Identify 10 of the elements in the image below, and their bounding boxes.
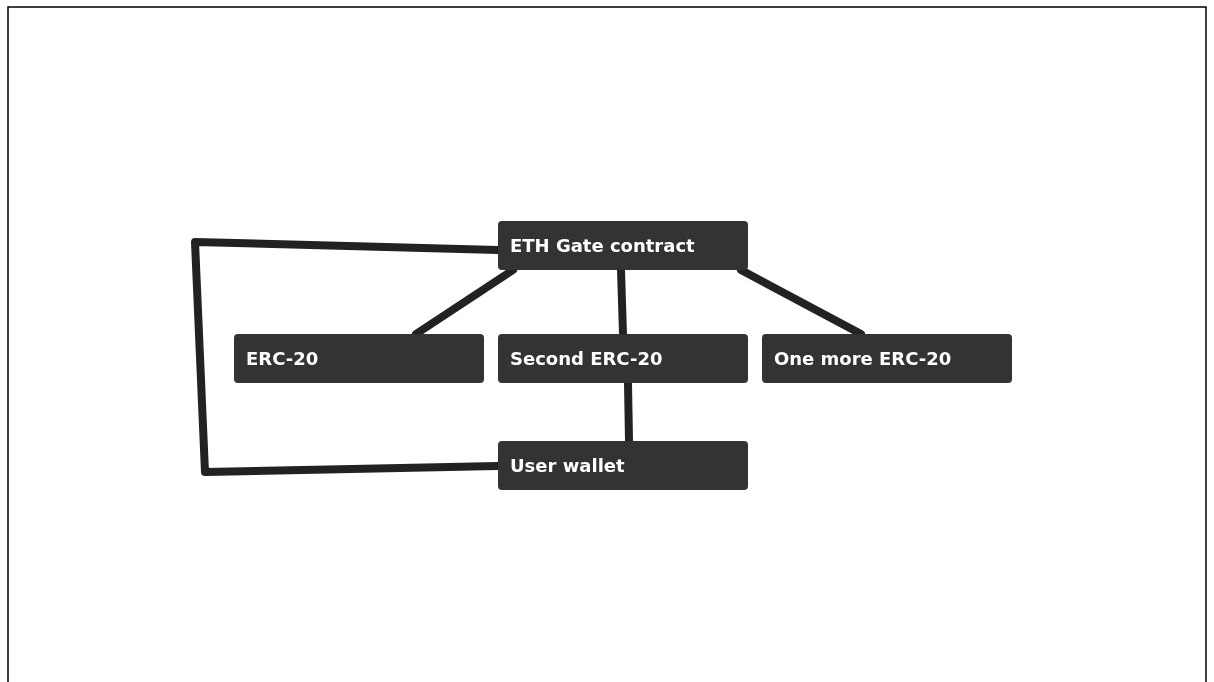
- box-label: ERC-20: [246, 348, 319, 369]
- box-label: Second ERC-20: [510, 348, 663, 369]
- box-label: ETH Gate contract: [510, 235, 695, 256]
- contract-box: [498, 221, 748, 270]
- contract-box: [762, 334, 1012, 383]
- box-label: One more ERC-20: [774, 348, 952, 369]
- contract-box: [498, 334, 748, 383]
- box-label: User wallet: [510, 455, 625, 476]
- contract-box: [498, 441, 748, 490]
- contract-box: [234, 334, 484, 383]
